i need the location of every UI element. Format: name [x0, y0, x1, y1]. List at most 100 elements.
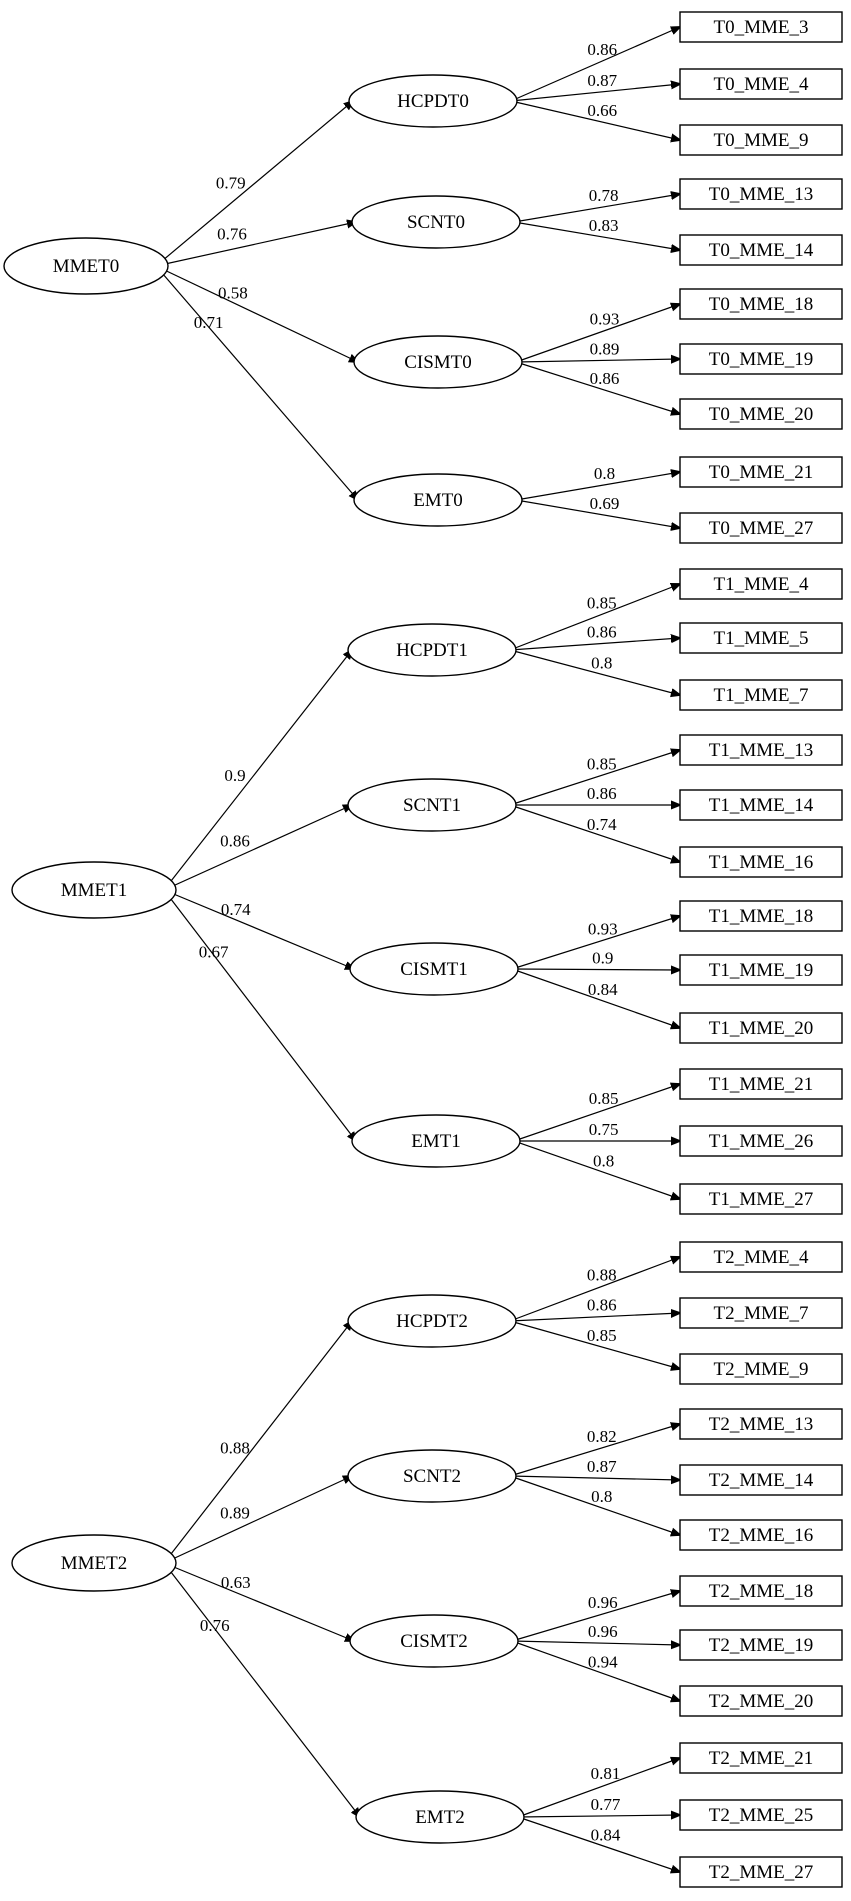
- loading-hcpdt0-t0-mme-4: 0.87: [587, 71, 617, 90]
- indicator-t2-mme-19-box: [679, 1629, 843, 1661]
- indicator-t2-mme-20-box: [679, 1685, 843, 1717]
- path-scnt0-to-t0-mme-13: [513, 194, 680, 223]
- path-scnt1-to-t1-mme-16: [509, 804, 680, 862]
- indicator-t1-mme-4-label: T1_MME_4: [714, 574, 810, 595]
- loading-emt1-t1-mme-26: 0.75: [589, 1120, 619, 1139]
- latent-hcpdt1-label: HCPDT1: [396, 640, 468, 661]
- path-hcpdt2-to-t2-mme-4: [509, 1257, 680, 1322]
- indicator-t0-mme-18-box: [679, 288, 843, 320]
- indicator-t1-mme-5-box: [679, 622, 843, 654]
- loading-hcpdt0-t0-mme-3: 0.86: [587, 40, 617, 59]
- indicator-t2-mme-9-label: T2_MME_9: [714, 1359, 809, 1380]
- path-scnt2-to-t2-mme-14: [509, 1476, 680, 1480]
- loading-cismt2-t2-mme-19: 0.96: [588, 1622, 618, 1641]
- path-hcpdt0-to-t0-mme-3: [510, 27, 680, 102]
- indicator-t1-mme-18-label: T1_MME_18: [709, 906, 814, 927]
- indicator-t0-mme-21-label: T0_MME_21: [709, 462, 814, 483]
- indicator-t2-mme-25-label: T2_MME_25: [709, 1805, 814, 1826]
- loading-cismt0-t0-mme-19: 0.89: [590, 339, 620, 358]
- path-hcpdt0-to-t0-mme-9: [510, 100, 680, 140]
- latent-emt1-node: [351, 1114, 521, 1168]
- path-mmet0-to-scnt0: [155, 222, 356, 267]
- latent-hcpdt0-label: HCPDT0: [397, 91, 469, 112]
- indicator-t0-mme-14-label: T0_MME_14: [709, 240, 814, 261]
- loading-emt2-t2-mme-27: 0.84: [591, 1826, 621, 1845]
- latent-scnt2-node: [347, 1449, 517, 1503]
- indicator-t0-mme-4-box: [679, 68, 843, 100]
- loading-cismt0-t0-mme-20: 0.86: [590, 369, 620, 388]
- loading-cismt1-t1-mme-20: 0.84: [588, 980, 618, 999]
- loading-scnt0-t0-mme-14: 0.83: [589, 216, 619, 235]
- latent-mmet1-node: [11, 861, 177, 919]
- indicator-t2-mme-27-label: T2_MME_27: [709, 1862, 814, 1883]
- indicator-t0-mme-27-label: T0_MME_27: [709, 518, 814, 539]
- indicator-t1-mme-18-box: [679, 900, 843, 932]
- indicator-t1-mme-14-box: [679, 789, 843, 821]
- path-hcpdt1-to-t1-mme-5: [509, 638, 680, 651]
- indicator-t0-mme-3-label: T0_MME_3: [714, 17, 809, 38]
- indicator-t1-mme-27-label: T1_MME_27: [709, 1189, 814, 1210]
- loading-emt1-t1-mme-21: 0.85: [589, 1089, 619, 1108]
- loading-scnt0-t0-mme-13: 0.78: [589, 186, 619, 205]
- latent-emt1-label: EMT1: [411, 1131, 461, 1152]
- indicator-t1-mme-5-label: T1_MME_5: [714, 628, 809, 649]
- loading-mmet1-scnt1: 0.86: [220, 831, 250, 850]
- indicator-t1-mme-7-box: [679, 679, 843, 711]
- path-cismt1-to-t1-mme-19: [511, 969, 680, 970]
- path-mmet1-to-scnt1: [163, 805, 352, 891]
- indicator-t1-mme-16-label: T1_MME_16: [709, 852, 814, 873]
- indicator-t0-mme-19-label: T0_MME_19: [709, 349, 814, 370]
- indicator-t2-mme-14-label: T2_MME_14: [709, 1470, 814, 1491]
- path-emt0-to-t0-mme-27: [515, 499, 680, 528]
- indicator-t2-mme-19-label: T2_MME_19: [709, 1635, 814, 1656]
- latent-mmet2-node: [11, 1534, 177, 1592]
- indicator-t2-mme-13-label: T2_MME_13: [709, 1414, 814, 1435]
- indicator-t1-mme-21-label: T1_MME_21: [709, 1074, 814, 1095]
- indicator-t0-mme-3-box: [679, 11, 843, 43]
- indicator-t2-mme-25-box: [679, 1799, 843, 1831]
- indicator-t0-mme-19-box: [679, 343, 843, 375]
- indicator-t2-mme-4-label: T2_MME_4: [714, 1247, 810, 1268]
- path-mmet0-to-hcpdt0: [155, 101, 353, 267]
- latent-mmet0-label: MMET0: [53, 256, 120, 277]
- loading-scnt1-t1-mme-16: 0.74: [587, 815, 617, 834]
- indicator-t1-mme-16-box: [679, 846, 843, 878]
- loading-mmet1-hcpdt1: 0.9: [224, 766, 245, 785]
- path-hcpdt2-to-t2-mme-9: [509, 1320, 680, 1369]
- latent-hcpdt2-label: HCPDT2: [396, 1311, 468, 1332]
- latent-cismt1-node: [349, 942, 519, 996]
- path-mmet2-to-scnt2: [163, 1476, 352, 1564]
- indicator-t2-mme-21-label: T2_MME_21: [709, 1748, 814, 1769]
- latent-hcpdt0-node: [348, 74, 518, 128]
- indicator-t1-mme-26-label: T1_MME_26: [709, 1131, 814, 1152]
- path-scnt0-to-t0-mme-14: [513, 221, 680, 250]
- path-emt2-to-t2-mme-27: [517, 1816, 680, 1872]
- loading-emt1-t1-mme-27: 0.8: [593, 1151, 614, 1170]
- latent-emt0-node: [353, 473, 523, 527]
- loading-emt0-t0-mme-21: 0.8: [594, 464, 615, 483]
- loading-hcpdt1-t1-mme-7: 0.8: [591, 653, 612, 672]
- loading-hcpdt1-t1-mme-5: 0.86: [587, 623, 617, 642]
- indicator-t2-mme-9-box: [679, 1353, 843, 1385]
- loading-mmet2-cismt2: 0.63: [221, 1573, 251, 1592]
- latent-cismt2-node: [349, 1614, 519, 1668]
- loading-scnt1-t1-mme-13: 0.85: [587, 754, 617, 773]
- path-hcpdt1-to-t1-mme-4: [509, 584, 680, 651]
- path-mmet1-to-emt1: [163, 889, 356, 1141]
- latent-mmet0-node: [3, 237, 169, 295]
- path-emt1-to-t1-mme-21: [513, 1084, 680, 1142]
- indicator-t0-mme-21-box: [679, 456, 843, 488]
- indicator-t1-mme-13-label: T1_MME_13: [709, 740, 814, 761]
- path-emt1-to-t1-mme-27: [513, 1140, 680, 1199]
- loading-emt2-t2-mme-21: 0.81: [591, 1764, 621, 1783]
- indicator-t1-mme-20-box: [679, 1012, 843, 1044]
- latent-scnt1-node: [347, 778, 517, 832]
- path-emt2-to-t2-mme-21: [517, 1758, 680, 1818]
- path-cismt1-to-t1-mme-20: [511, 968, 680, 1028]
- loading-scnt1-t1-mme-14: 0.86: [587, 784, 617, 803]
- loading-scnt2-t2-mme-14: 0.87: [587, 1457, 617, 1476]
- loading-hcpdt2-t2-mme-7: 0.86: [587, 1296, 617, 1315]
- path-cismt1-to-t1-mme-18: [511, 916, 680, 970]
- loading-mmet1-emt1: 0.67: [199, 942, 229, 961]
